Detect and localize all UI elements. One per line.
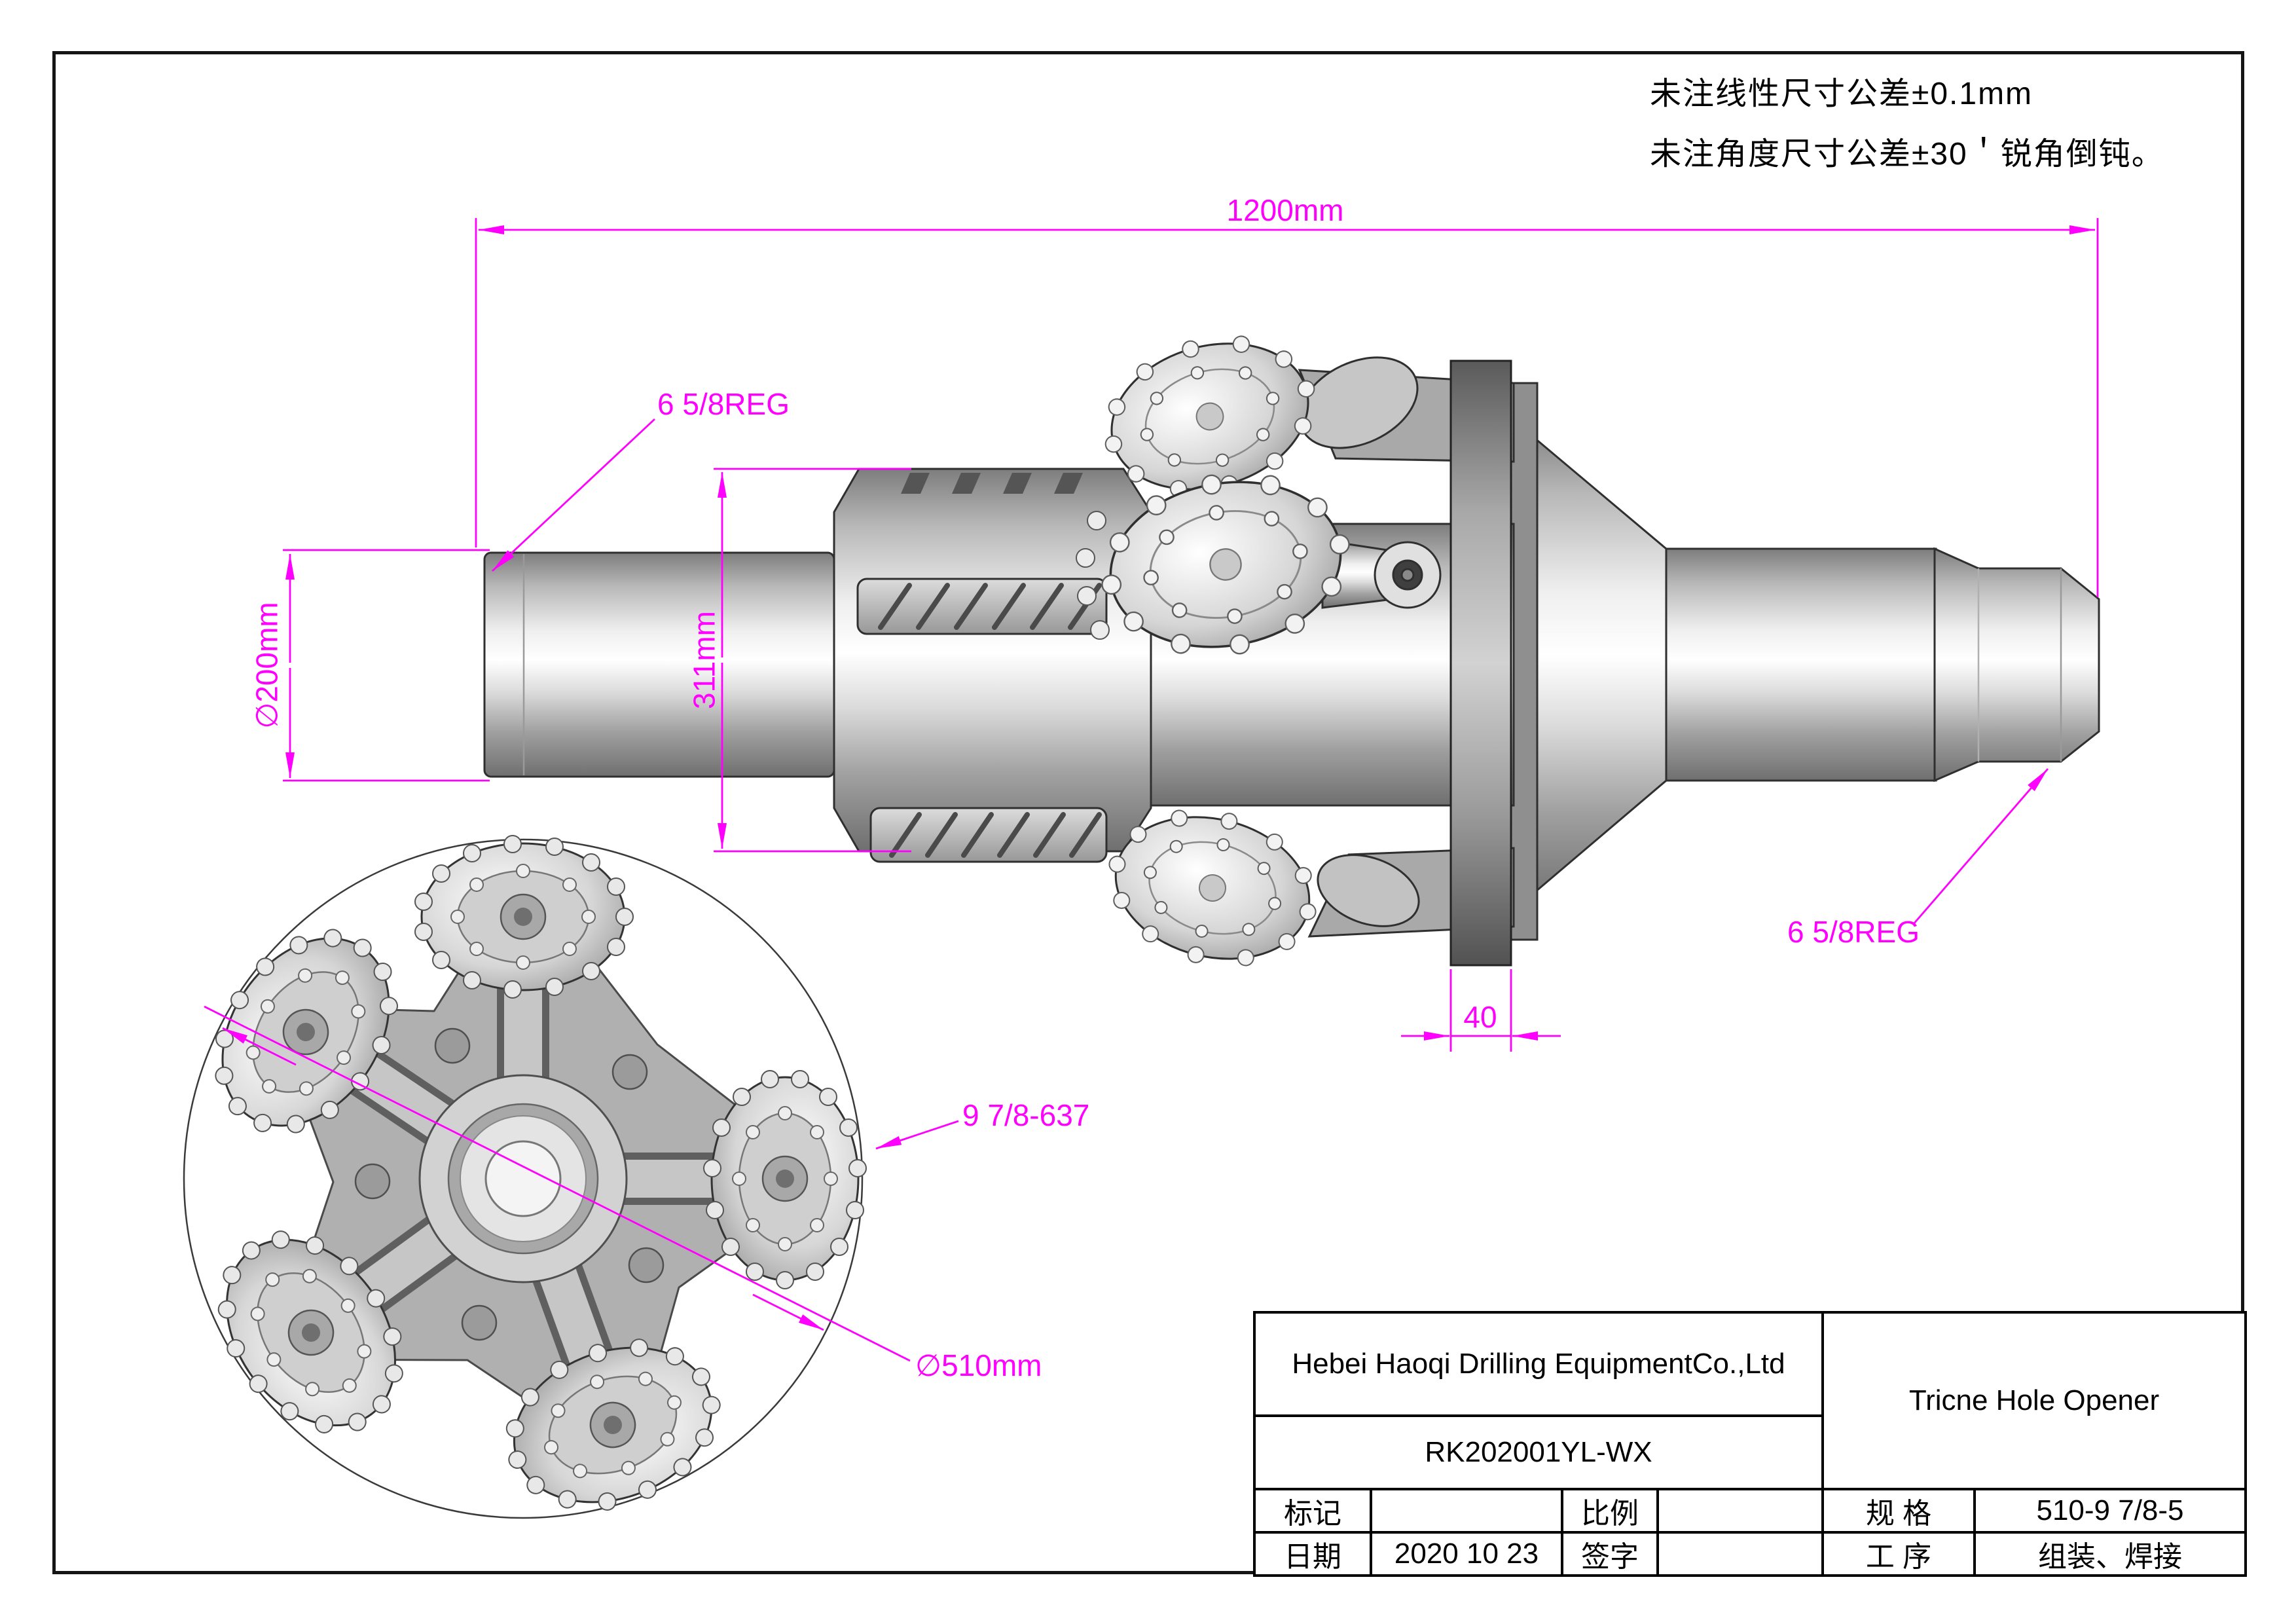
tb-product-name: Tricne Hole Opener <box>1824 1314 2247 1490</box>
tb-company: Hebei Haoqi Drilling EquipmentCo.,Ltd <box>1256 1314 1824 1417</box>
tb-sign-label: 签字 <box>1563 1534 1659 1577</box>
dim-body-length: 311mm <box>687 611 721 709</box>
tb-drawing-number: RK202001YL-WX <box>1256 1417 1824 1490</box>
dim-overall-length: 1200mm <box>1226 193 1344 227</box>
dim-shaft-diameter: ∅200mm <box>249 602 284 729</box>
tb-mark-label: 标记 <box>1256 1490 1372 1534</box>
dim-flange-thickness: 40 <box>1463 1000 1497 1034</box>
tb-process-value: 组装、焊接 <box>1976 1534 2247 1577</box>
dim-right-thread: 6 5/8REG <box>1787 915 1920 949</box>
tb-mark-value <box>1372 1490 1563 1534</box>
tb-date-label: 日期 <box>1256 1534 1372 1577</box>
dim-left-thread: 6 5/8REG <box>657 387 790 421</box>
side-view <box>483 310 2100 989</box>
tb-spec-label: 规 格 <box>1824 1490 1976 1534</box>
tb-scale-value <box>1659 1490 1824 1534</box>
tb-date-value: 2020 10 23 <box>1372 1534 1563 1577</box>
dim-opener-diameter: ∅510mm <box>915 1348 1042 1382</box>
tb-sign-value <box>1659 1534 1824 1577</box>
title-block: Hebei Haoqi Drilling EquipmentCo.,Ltd Tr… <box>1253 1311 2247 1577</box>
drawing-frame <box>52 51 2244 1574</box>
end-view <box>177 834 867 1540</box>
dim-cutter-type: 9 7/8-637 <box>962 1098 1090 1132</box>
note-linear-tolerance: 未注线性尺寸公差±0.1mm <box>1650 77 2033 111</box>
tb-scale-label: 比例 <box>1563 1490 1659 1534</box>
tb-process-label: 工 序 <box>1824 1534 1976 1577</box>
note-angle-tolerance: 未注角度尺寸公差±30＇锐角倒钝。 <box>1650 137 2164 172</box>
tb-spec-value: 510-9 7/8-5 <box>1976 1490 2247 1534</box>
dimension-lines <box>204 218 2099 1362</box>
